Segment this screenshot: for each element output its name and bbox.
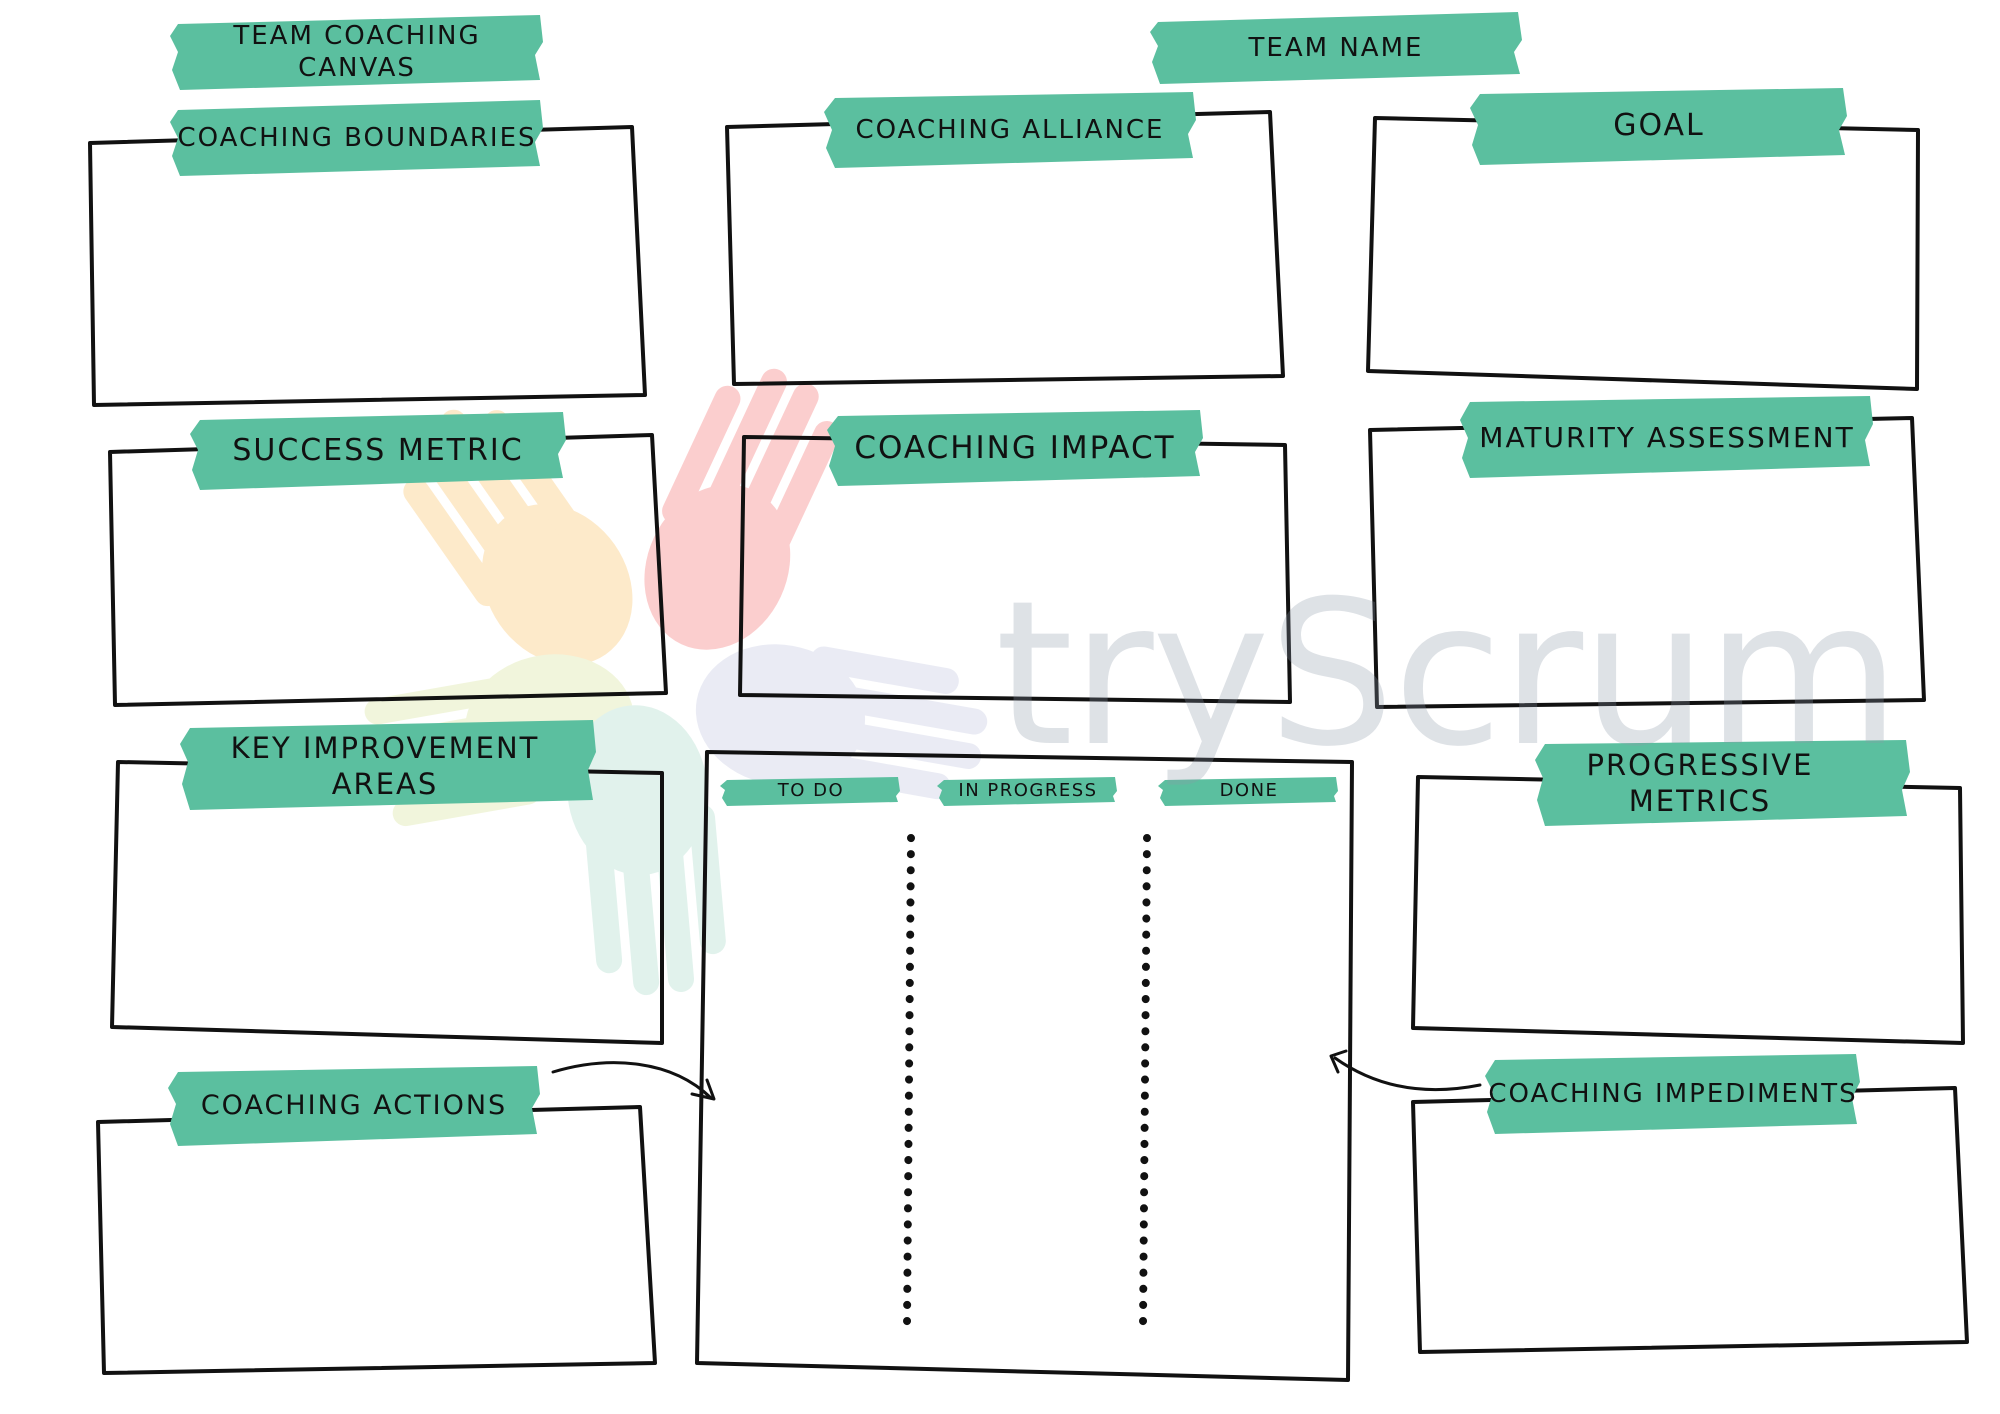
tryscrum-watermark: tryScrum — [995, 558, 1901, 791]
banner-canvas-title — [170, 15, 543, 90]
success-metric-title: SUCCESS METRIC — [232, 433, 524, 469]
maturity-assessment-title: MATURITY ASSESSMENT — [1479, 420, 1855, 454]
coaching-alliance-title: COACHING ALLIANCE — [855, 114, 1165, 145]
hand-pink — [644, 368, 840, 650]
key-improvement-areas-title: KEY IMPROVEMENT AREAS — [230, 730, 540, 801]
canvas-title: TEAM COACHING CANVAS — [233, 20, 481, 84]
coaching-impediments-title: COACHING IMPEDIMENTS — [1488, 1078, 1858, 1109]
kanban-column-todo: TO DO — [777, 779, 845, 801]
box-kanban-board[interactable] — [695, 750, 1354, 1382]
separator-inprogress-done — [1139, 834, 1151, 1329]
hand-mint — [567, 705, 726, 996]
banner-col-inprogress — [937, 777, 1117, 806]
banner-coaching-boundaries — [170, 100, 543, 176]
banners — [168, 12, 1910, 1146]
coaching-actions-title: COACHING ACTIONS — [200, 1090, 508, 1122]
progressive-metrics-title: PROGRESSIVE METRICS — [1586, 747, 1814, 818]
kanban-separators — [903, 834, 1151, 1329]
banner-goal — [1470, 88, 1847, 165]
banner-success-metric — [190, 412, 566, 490]
kanban-column-done: DONE — [1219, 779, 1279, 801]
banner-maturity-assessment — [1460, 396, 1873, 478]
banner-coaching-actions — [168, 1066, 540, 1146]
banner-key-improvement-areas — [180, 720, 596, 810]
banner-col-done — [1158, 777, 1338, 806]
banner-coaching-impact — [827, 410, 1203, 486]
arrow-impediments-to-board-head — [1329, 1049, 1348, 1074]
banner-coaching-alliance — [824, 92, 1196, 168]
banner-team-name — [1150, 12, 1522, 84]
arrow-actions-to-board-head — [690, 1078, 716, 1101]
arrow-actions-to-board — [551, 1061, 713, 1100]
goal-title: GOAL — [1613, 108, 1705, 144]
coaching-boundaries-title: COACHING BOUNDARIES — [177, 122, 537, 153]
banner-coaching-impediments — [1485, 1054, 1860, 1134]
banner-col-todo — [720, 777, 900, 806]
arrow-impediments-to-board — [1333, 1056, 1482, 1092]
separator-todo-inprogress — [903, 834, 915, 1329]
coaching-impact-title: COACHING IMPACT — [854, 429, 1176, 466]
hand-lavender — [695, 644, 988, 800]
team-name-label[interactable]: TEAM NAME — [1248, 32, 1424, 63]
banner-progressive-metrics — [1535, 740, 1910, 826]
box-coaching-actions[interactable] — [96, 1105, 657, 1375]
kanban-column-inprogress: IN PROGRESS — [958, 779, 1098, 801]
